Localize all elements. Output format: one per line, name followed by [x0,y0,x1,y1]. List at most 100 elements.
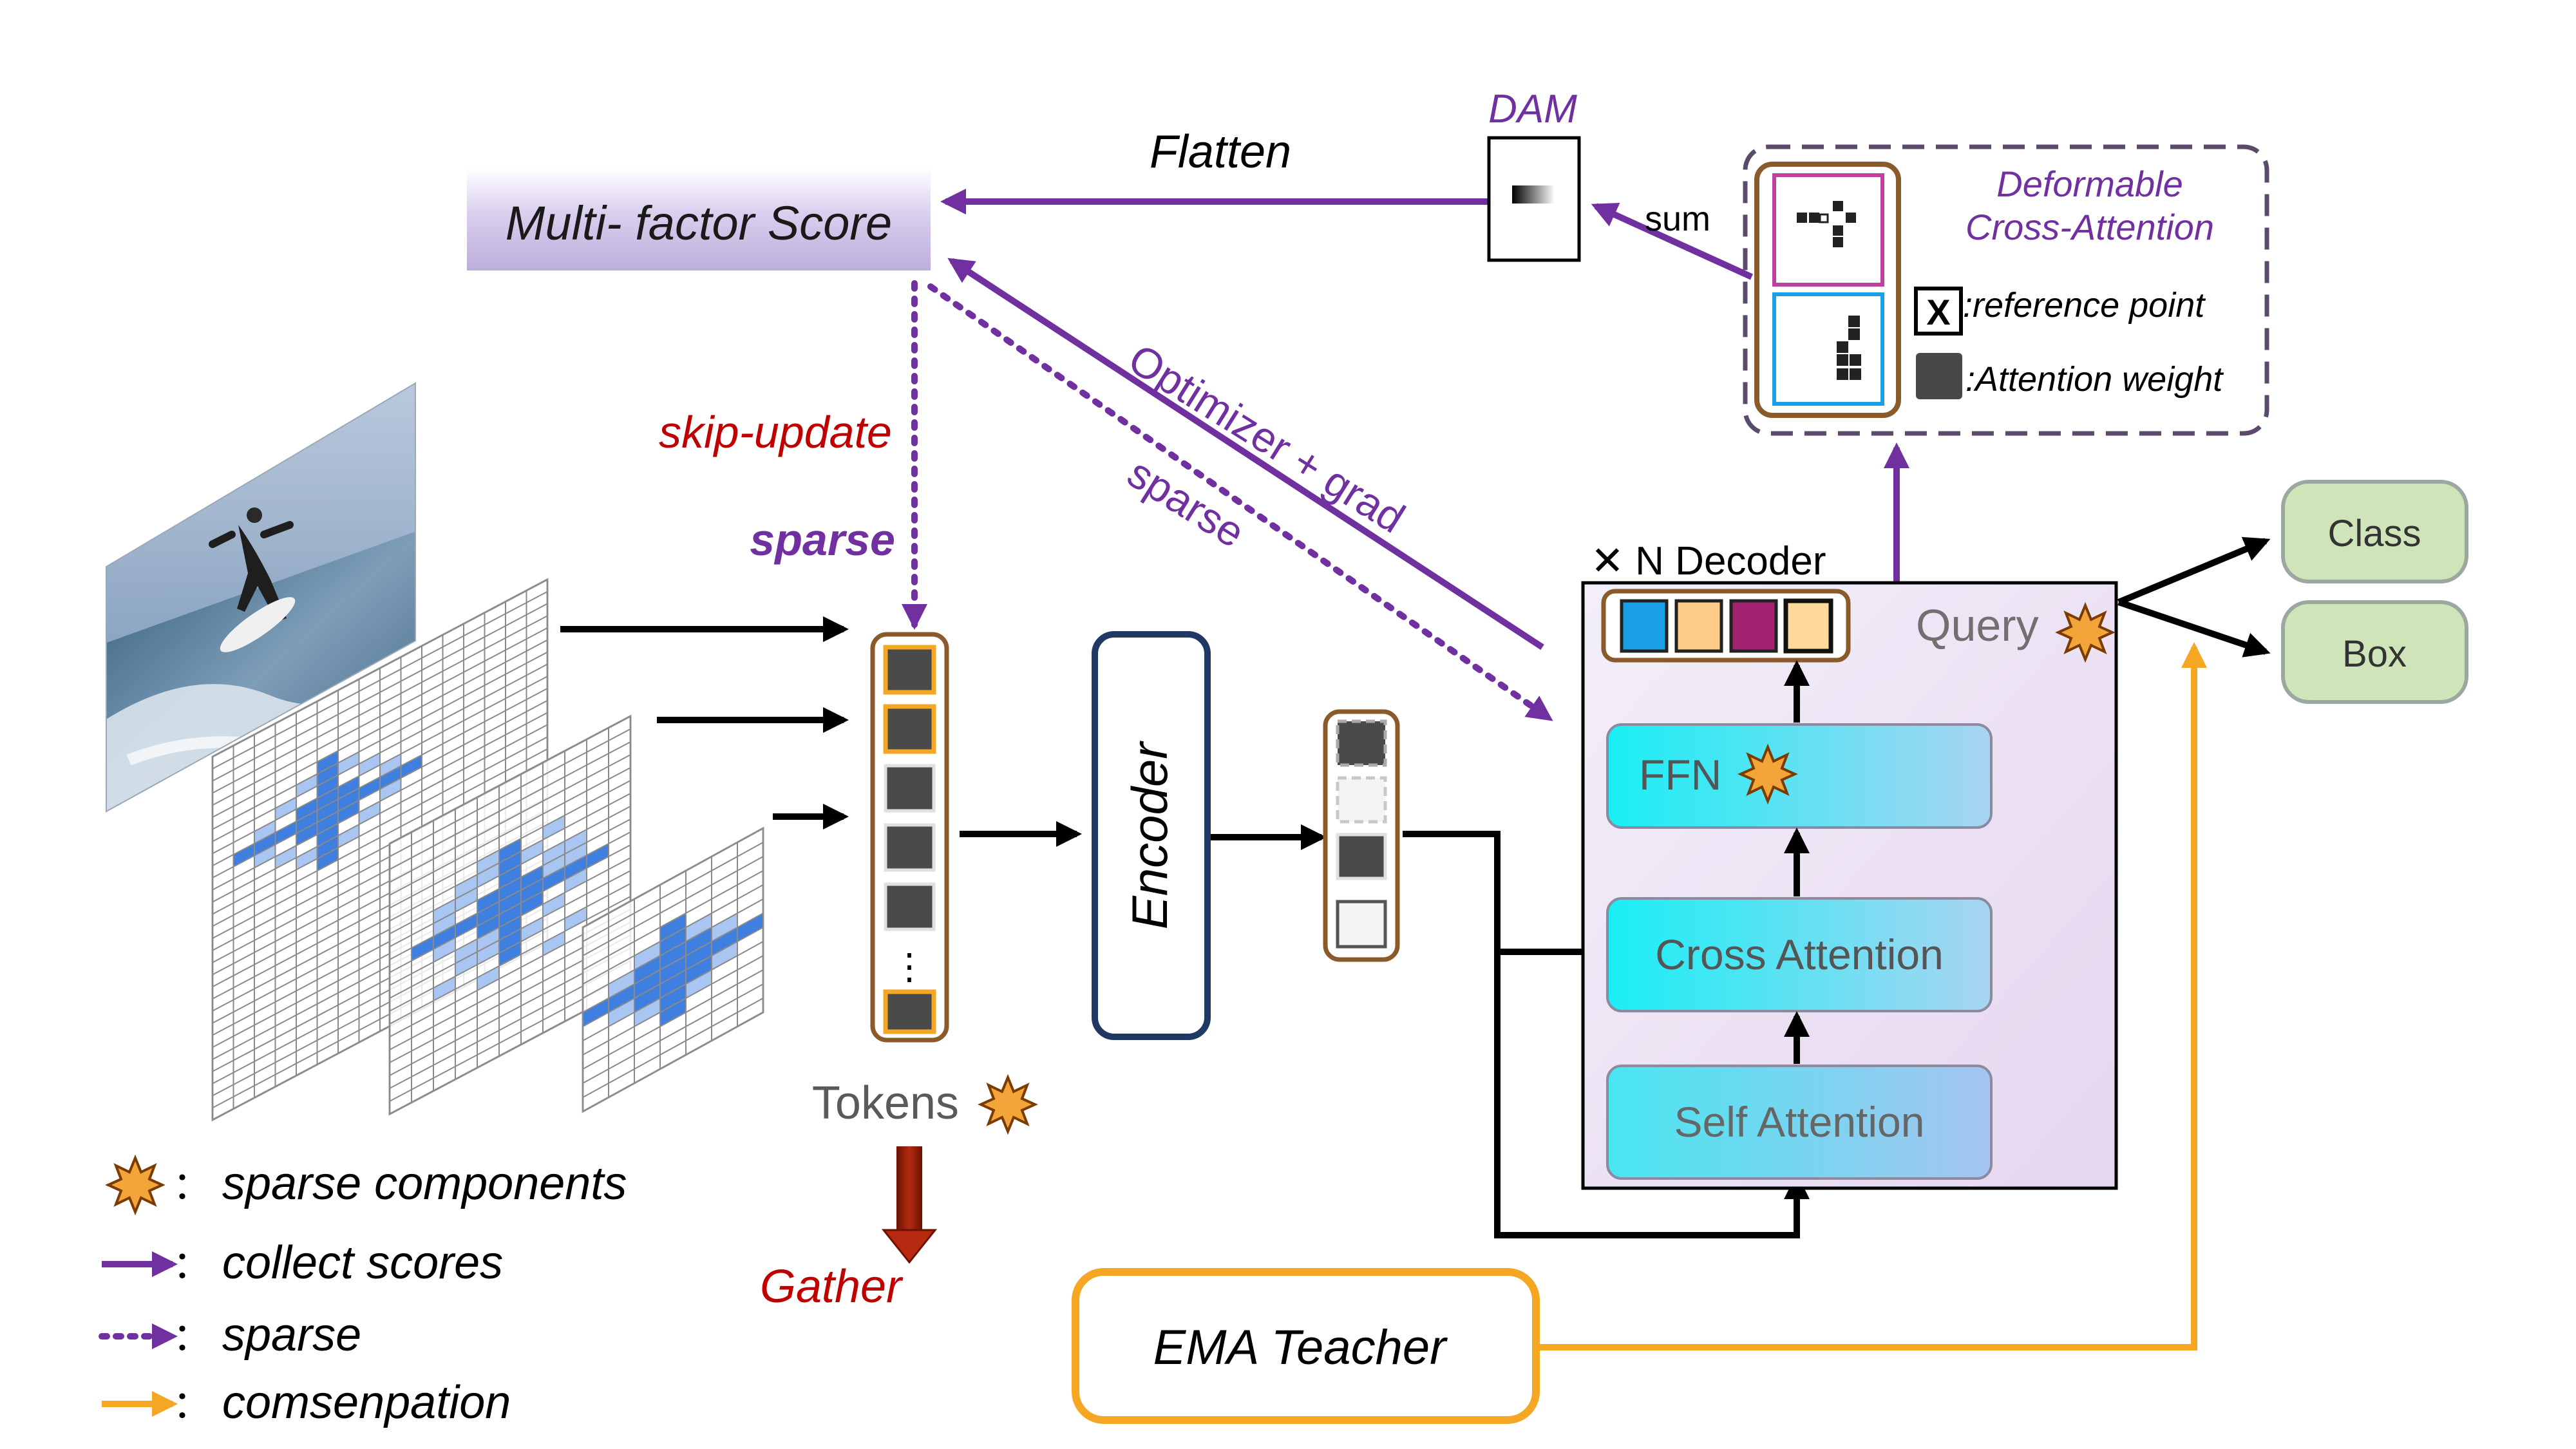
grid-line [212,627,548,806]
grid-cell [712,927,737,956]
legend-separator: ： [173,1244,211,1287]
grid-cell [455,952,477,976]
tokens-label: Tokens [812,1077,959,1129]
grid-line [389,819,631,947]
grid-line [212,724,548,903]
attention-pattern-bottom [1837,316,1861,380]
grid-cell [609,970,634,998]
reference-point-icon [1914,287,1963,336]
grid-cell [499,851,521,876]
grid-line [582,884,764,985]
grid-cell [317,762,338,786]
tokens-sparse-icon [978,1074,1038,1135]
grid-cell [543,815,565,840]
encoded-token-cell [1336,900,1387,949]
grid-cell [521,840,543,864]
grid-line [389,883,631,1012]
multi-factor-score-label: Multi- factor Score [506,196,892,250]
grid-cell [296,773,317,797]
grid-cell [499,916,521,940]
grid-cell [521,891,543,916]
grid-cell [686,927,712,956]
grid-cell [455,887,477,912]
grid-line [582,870,764,971]
grid-cell [712,942,737,970]
sparse-label: sparse [750,515,895,565]
grid-cell [338,776,359,799]
grid-line [582,955,764,1056]
deformable-attention-panel [1743,144,2269,436]
query-slot [1674,599,1723,653]
feature-grid-small [582,826,764,1113]
class-output-label: Class [2327,513,2421,554]
grid-cell [660,998,686,1027]
token-cell [883,645,936,695]
legend: ： sparse components ： collect scores ： s… [99,1154,627,1428]
grid-cell [583,998,609,1027]
grid-cell [543,867,565,891]
grid-cell [521,917,543,942]
grid-cell [565,907,587,931]
box-output [2281,600,2468,704]
token-cell [884,882,936,931]
legend-separator: ： [173,1316,211,1359]
grid-cell [317,787,338,811]
grid-line [582,828,764,928]
memory-to-cross-attention-arrow [1403,831,1612,965]
grid-line [212,712,548,891]
grid-cell [275,821,296,845]
grid-cell [477,940,499,965]
grid-line [212,736,548,915]
query-slot [1620,599,1669,653]
decoder-to-box-arrow [2117,599,2271,658]
query-sparse-icon [2055,601,2116,663]
reference-point-label: :reference point [1963,286,2206,325]
skip-update-label: skip-update [659,407,892,457]
self-attention-block [1606,1065,1993,1180]
grid-cell [433,912,455,936]
ffn-label: FFN [1639,751,1721,799]
legend-separator: ： [173,1383,211,1426]
grid-cell [317,750,338,774]
grid-line [389,896,631,1025]
encoder-label: Encoder [1121,741,1178,930]
grid-cell [660,927,686,956]
grid-cell [565,829,587,854]
grid-cell [412,936,433,961]
grid-cell [609,984,634,1012]
grid-cell [317,848,338,871]
grid-cell [296,846,317,870]
grid-line [582,898,764,999]
grid-cell [477,927,499,952]
grid-cell [634,970,660,998]
grid-cell [275,846,296,869]
token-cell [884,764,936,813]
legend-sparse: sparse [222,1309,361,1361]
grid-cell [686,913,712,942]
grid-cell [634,998,660,1027]
ema-teacher-label: EMA Teacher [1153,1320,1448,1375]
grid-line [389,857,631,986]
grid-cell [634,956,660,984]
grid-line [389,767,631,896]
multi-factor-score-box [467,167,931,270]
grid-cell [455,875,477,899]
grid-cell [477,863,499,887]
token-cell [884,823,936,872]
attention-map-pink [1772,173,1884,287]
gather-arrow-head [881,1229,938,1264]
grid-cell [380,778,401,802]
dam-label: DAM [1488,87,1577,131]
gather-label: Gather [760,1261,904,1312]
grid-cell [401,755,422,779]
grid-cell [634,984,660,1012]
grid-cell [499,838,521,863]
tokens-ellipsis: ⋮ [891,946,927,987]
grid-line [212,688,548,867]
token-cell [883,704,936,754]
grid-cell [521,866,543,890]
deformable-title-line2: Cross-Attention [1965,207,2214,247]
grid-cell [587,844,609,868]
grid-line [389,806,631,934]
